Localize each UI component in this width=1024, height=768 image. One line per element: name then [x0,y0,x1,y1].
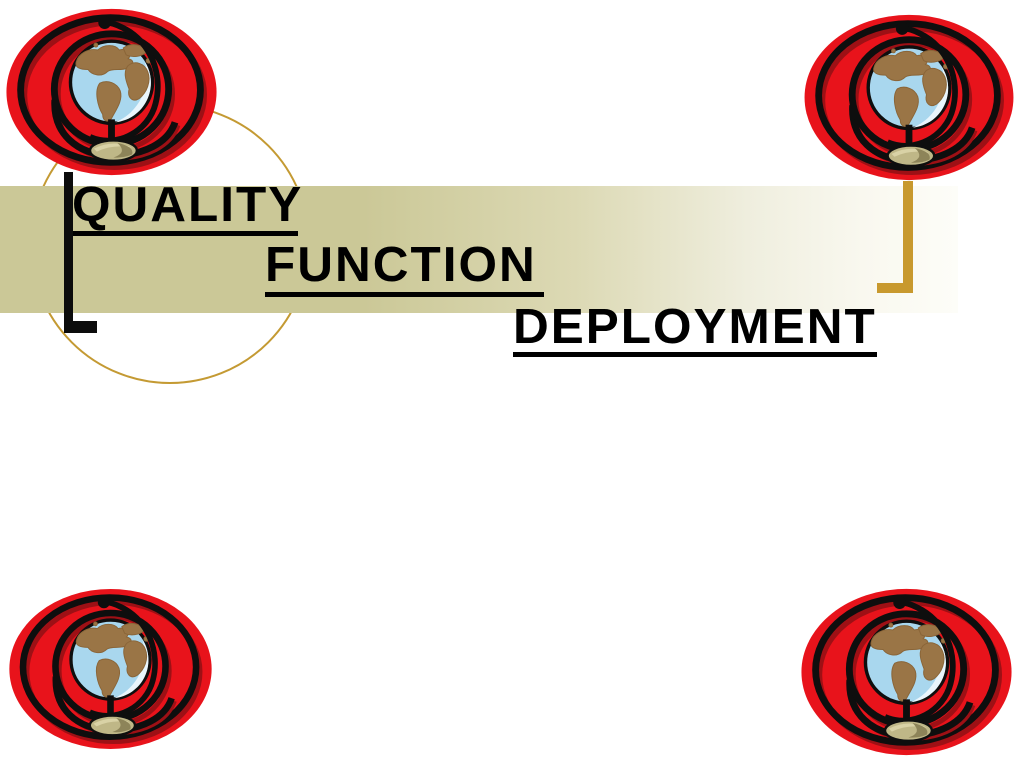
globe-icon [3,6,220,178]
title-line-quality: QUALITY [72,177,304,232]
globe-icon [799,586,1014,758]
globe-icon [801,12,1017,183]
title-line-function: FUNCTION [265,237,537,292]
title-line-deployment: DEPLOYMENT [513,299,877,354]
underline-deployment [513,352,877,357]
title-band [0,186,958,313]
right-bracket-vertical [903,181,913,293]
underline-function [265,292,544,297]
left-bracket-foot [64,321,97,333]
right-bracket-foot [877,283,913,293]
left-bracket-vertical [64,172,73,333]
globe-icon [7,581,214,757]
underline-quality [73,231,298,236]
